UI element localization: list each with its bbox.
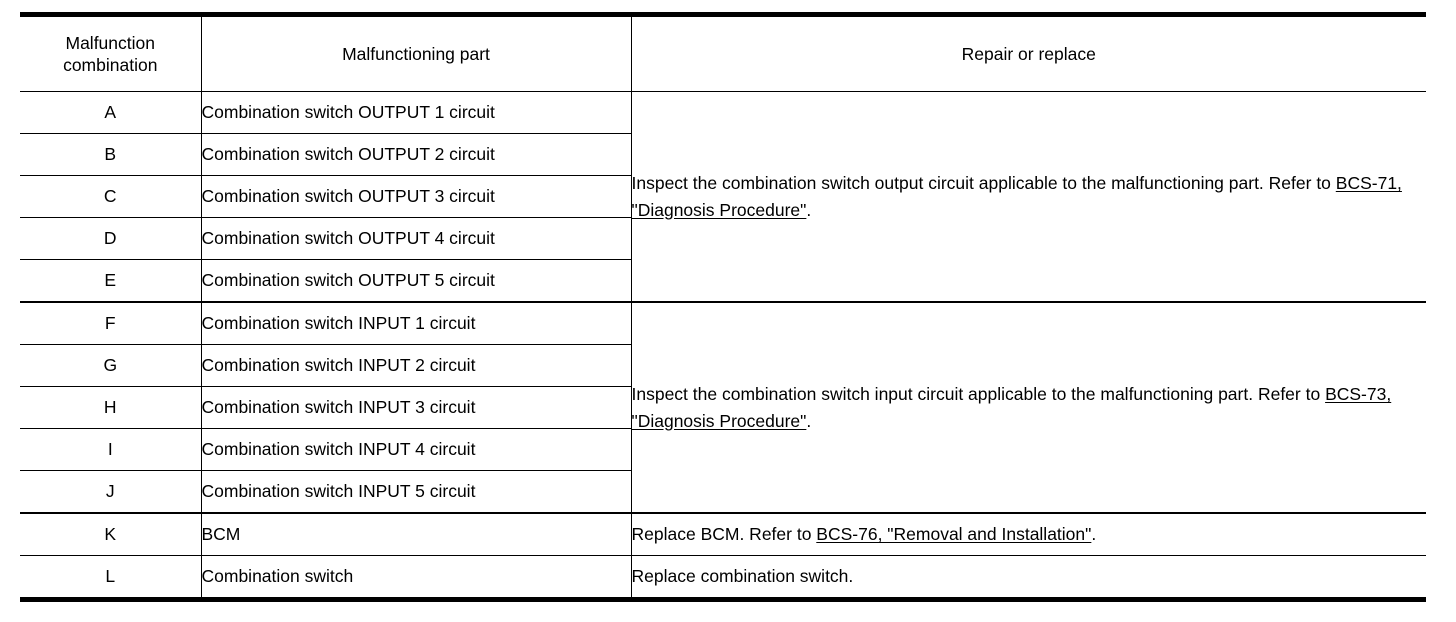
cell-malfunctioning-part: Combination switch OUTPUT 4 circuit [200, 217, 631, 260]
malfunction-repair-table-container: Malfunction combination Malfunctioning p… [20, 12, 1426, 602]
table-row: J Combination switch INPUT 5 circuit [20, 470, 1426, 514]
table-row: F Combination switch INPUT 1 circuit Ins… [20, 301, 1426, 514]
table-row: L Combination switch Replace combination… [20, 555, 1426, 600]
cross-reference-link-bcs71[interactable]: BCS-71, "Diagnosis Procedure" [631, 172, 1402, 220]
table-row: I Combination switch INPUT 4 circuit [20, 428, 1426, 471]
cell-combination: G [20, 344, 202, 387]
cell-combination: D [20, 217, 202, 260]
cell-combination: J [20, 470, 202, 514]
repair-text-bcm: Replace BCM. Refer to BCS-76, "Removal a… [632, 521, 1427, 548]
cell-malfunctioning-part: Combination switch OUTPUT 2 circuit [200, 133, 631, 176]
repair-text-combination-switch: Replace combination switch. [631, 566, 854, 587]
table-row: B Combination switch OUTPUT 2 circuit [20, 133, 1426, 176]
repair-text-after: . [806, 199, 812, 220]
table-row: C Combination switch OUTPUT 3 circuit [20, 175, 1426, 218]
cell-malfunctioning-part: Combination switch OUTPUT 3 circuit [200, 175, 631, 218]
repair-text-before: Inspect the combination switch input cir… [631, 383, 1326, 404]
cell-repair-input-group: Inspect the combination switch input cir… [630, 301, 1427, 514]
cell-combination: I [20, 428, 202, 471]
malfunction-repair-table: Malfunction combination Malfunctioning p… [20, 12, 1426, 602]
repair-text-after: . [806, 410, 812, 431]
repair-text-input-group: Inspect the combination switch input cir… [632, 381, 1427, 434]
cell-combination: E [20, 259, 202, 303]
cell-malfunctioning-part: Combination switch INPUT 3 circuit [200, 386, 631, 429]
column-header-repair-or-replace: Repair or replace [630, 14, 1426, 92]
cell-malfunctioning-part: Combination switch INPUT 4 circuit [200, 428, 631, 471]
cell-repair-output-group: Inspect the combination switch output ci… [630, 91, 1427, 303]
cell-malfunctioning-part: Combination switch INPUT 1 circuit [200, 301, 632, 345]
header-line-1: Malfunction [65, 32, 156, 53]
table-row: A Combination switch OUTPUT 1 circuit In… [20, 91, 1426, 303]
cell-combination: K [20, 512, 202, 556]
repair-text-before: Replace BCM. Refer to [631, 524, 817, 545]
repair-text-output-group: Inspect the combination switch output ci… [632, 170, 1427, 223]
cross-reference-link-bcs73[interactable]: BCS-73, "Diagnosis Procedure" [631, 383, 1392, 431]
cell-repair-combination-switch: Replace combination switch. [630, 555, 1426, 600]
header-line-2: combination [63, 55, 158, 75]
table-row: D Combination switch OUTPUT 4 circuit [20, 217, 1426, 260]
cell-combination: L [20, 555, 202, 600]
cell-malfunctioning-part: Combination switch OUTPUT 1 circuit [200, 91, 632, 134]
cell-combination: A [20, 91, 202, 134]
table-row: H Combination switch INPUT 3 circuit [20, 386, 1426, 429]
table-row: G Combination switch INPUT 2 circuit [20, 344, 1426, 387]
column-header-malfunctioning-part: Malfunctioning part [200, 14, 632, 92]
repair-text-after: . [1091, 524, 1097, 545]
cell-combination: F [20, 301, 202, 345]
cross-reference-link-bcs76[interactable]: BCS-76, "Removal and Installation" [816, 524, 1092, 545]
cell-combination: C [20, 175, 202, 218]
cell-malfunctioning-part: Combination switch [200, 555, 632, 600]
table-row: K BCM Replace BCM. Refer to BCS-76, "Rem… [20, 512, 1427, 556]
cell-malfunctioning-part: Combination switch OUTPUT 5 circuit [200, 259, 631, 303]
cell-combination: H [20, 386, 202, 429]
column-header-malfunction-combination: Malfunction combination [20, 14, 202, 92]
cell-malfunctioning-part: Combination switch INPUT 5 circuit [200, 470, 631, 514]
cell-malfunctioning-part: BCM [200, 512, 632, 556]
repair-text-before: Inspect the combination switch output ci… [631, 172, 1336, 193]
cell-malfunctioning-part: Combination switch INPUT 2 circuit [200, 344, 631, 387]
cell-combination: B [20, 133, 202, 176]
table-header-row: Malfunction combination Malfunctioning p… [20, 14, 1426, 92]
cell-repair-bcm: Replace BCM. Refer to BCS-76, "Removal a… [630, 512, 1427, 556]
